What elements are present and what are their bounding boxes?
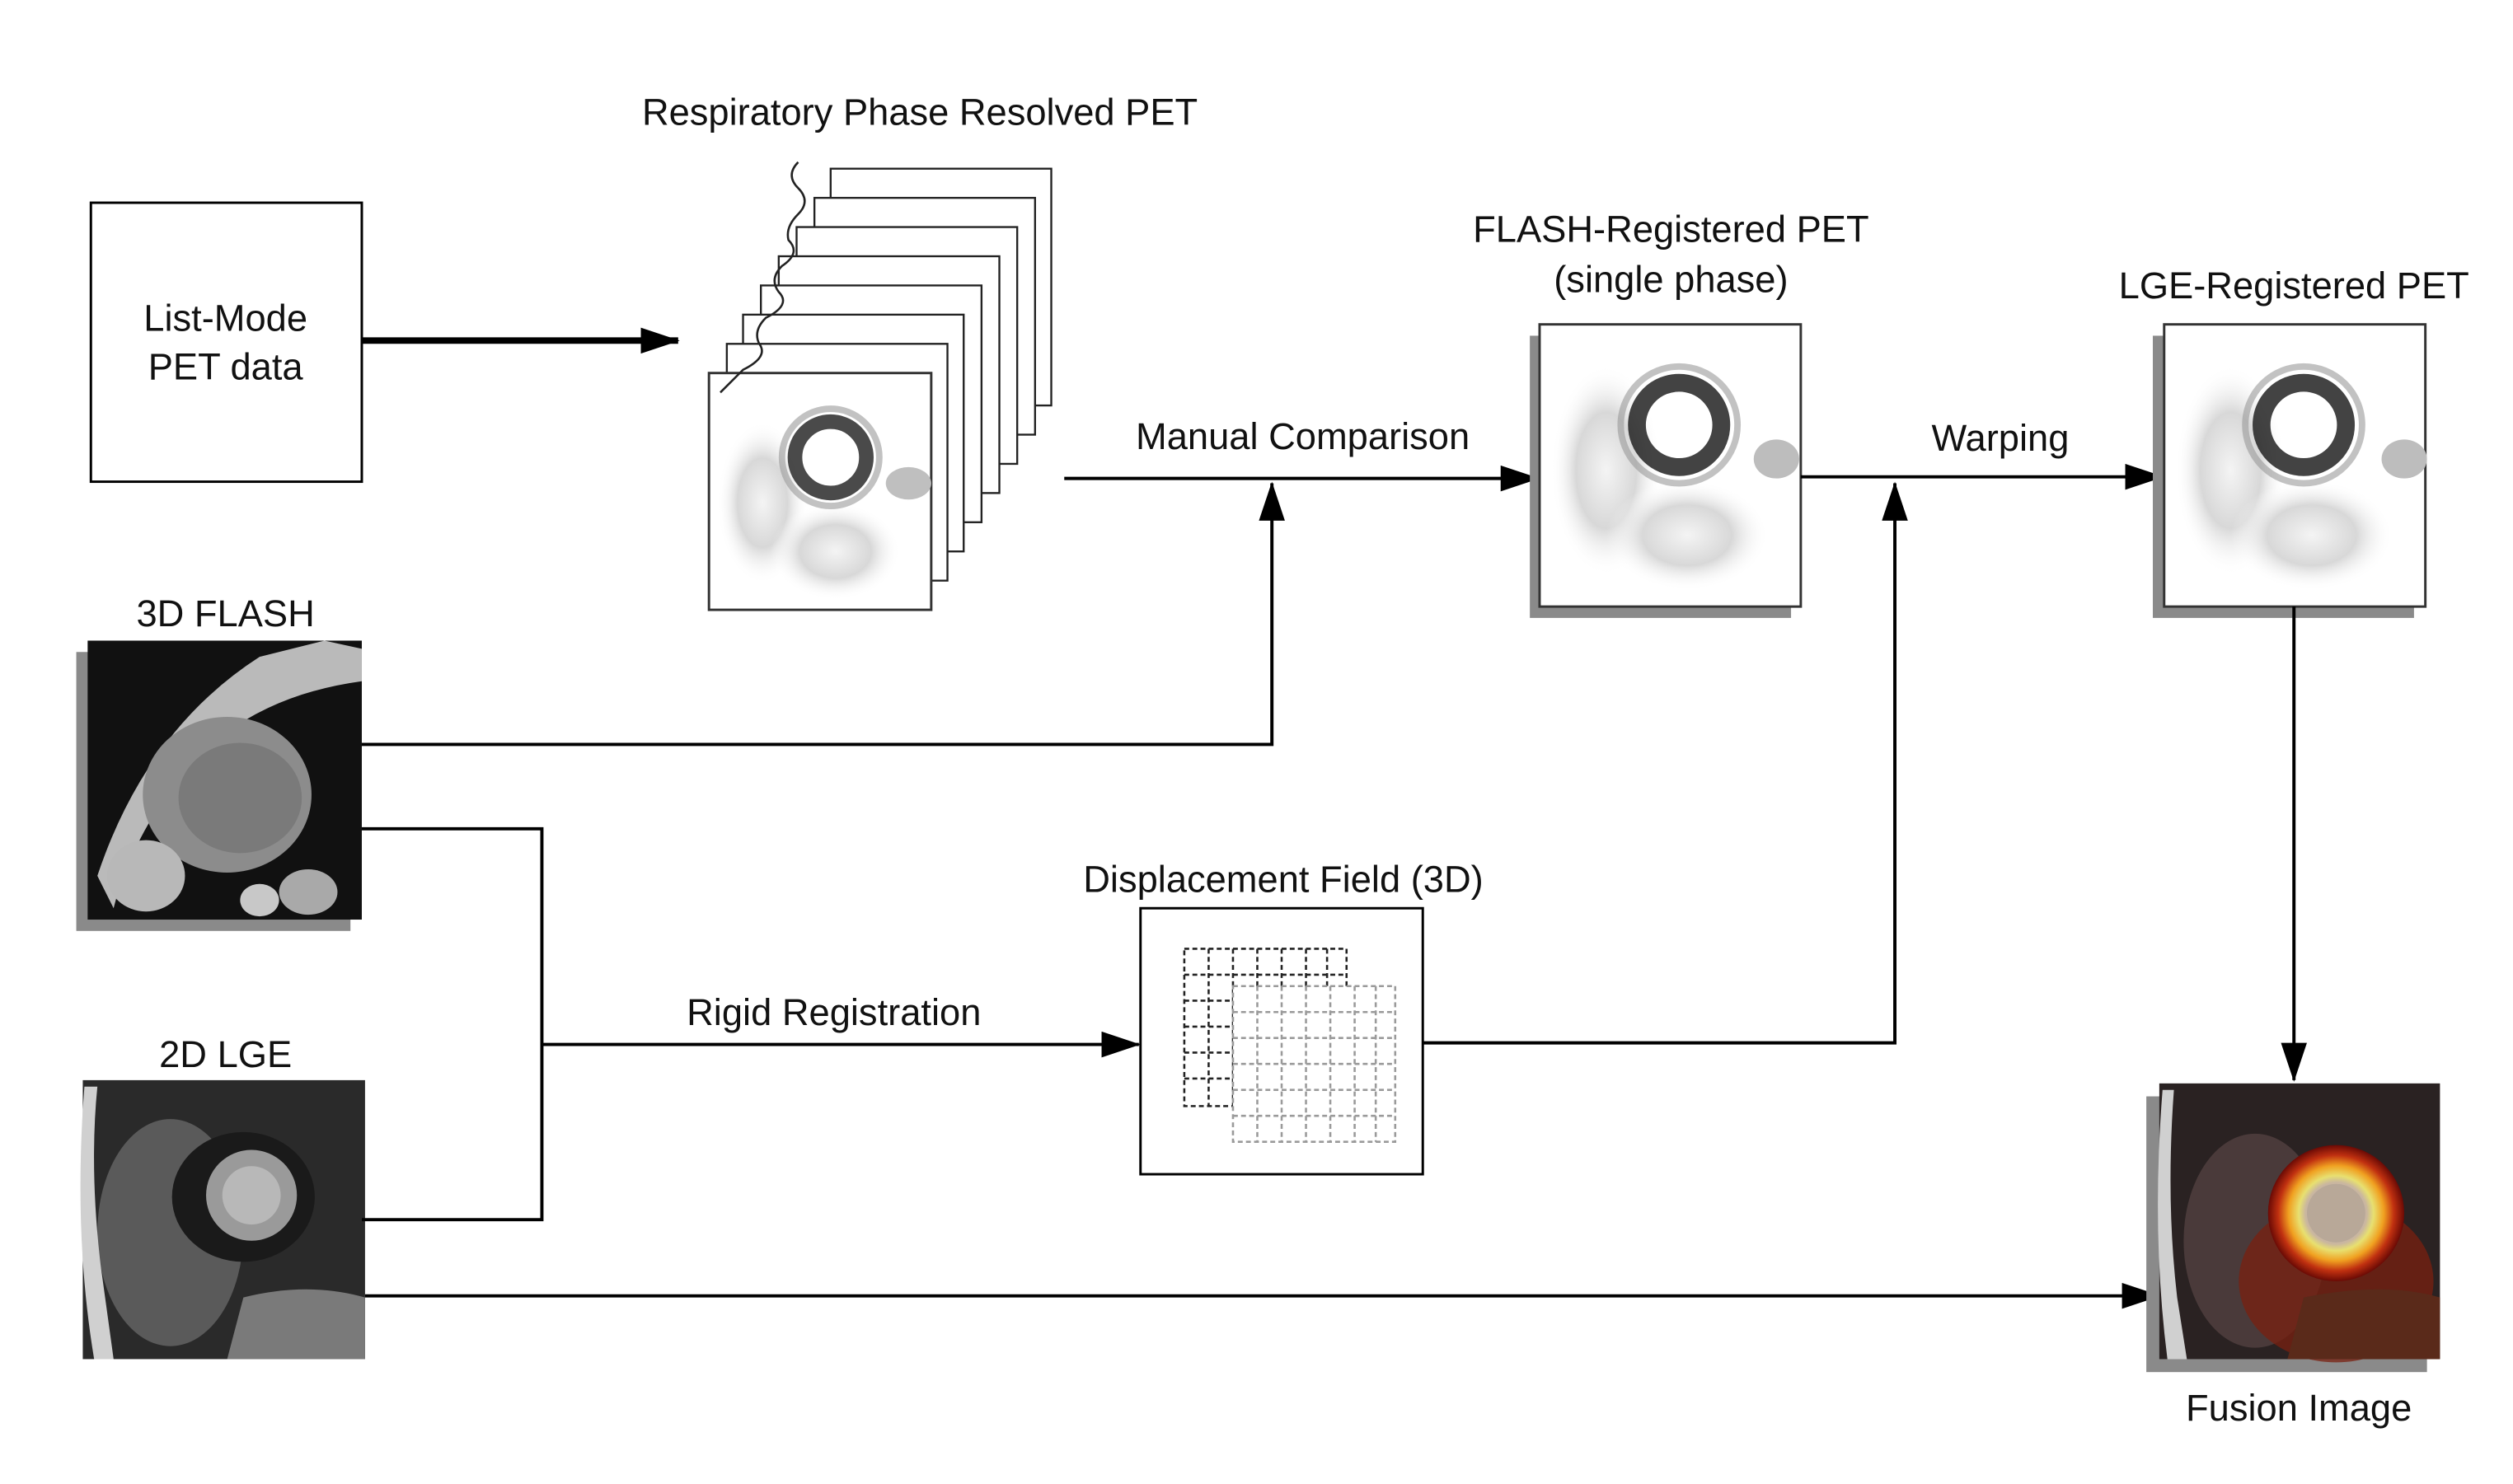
flash-registered-title-line1: FLASH-Registered PET	[1473, 208, 1868, 250]
lge-registered-pet-image	[2152, 323, 2427, 618]
arrow-flash-to-manual-comparison	[361, 481, 1285, 747]
manual-comparison-label: Manual Comparison	[1136, 415, 1470, 457]
respiratory-wave-line	[720, 161, 806, 394]
warping-label: Warping	[1932, 417, 2070, 459]
resp-phase-pet-stack	[707, 161, 1053, 611]
flash-3d-image	[76, 640, 362, 931]
lge-2d-title: 2D LGE	[159, 1033, 292, 1075]
displacement-grid-light	[1231, 985, 1397, 1143]
lge-2d-image	[80, 1079, 365, 1360]
flash-registered-title-line2: (single phase)	[1554, 258, 1788, 300]
bracket-flash-lge	[361, 826, 544, 1222]
list-mode-pet-box: List-Mode PET data	[89, 201, 363, 484]
fusion-image-title: Fusion Image	[2186, 1387, 2412, 1429]
list-mode-label-line1: List-Mode	[143, 297, 307, 339]
displacement-field-box	[1139, 906, 1424, 1176]
rigid-registration-label: Rigid Registration	[687, 991, 981, 1033]
resp-phase-title: Respiratory Phase Resolved PET	[642, 91, 1198, 133]
list-mode-label-line2: PET data	[148, 346, 304, 388]
flash-registered-pet-image	[1530, 323, 1803, 618]
arrow-displacement-to-warping	[1423, 481, 1908, 1045]
displacement-field-title: Displacement Field (3D)	[1083, 859, 1484, 901]
lge-registered-title: LGE-Registered PET	[2119, 264, 2469, 307]
flash-3d-title: 3D FLASH	[136, 592, 314, 634]
fusion-image	[2146, 1083, 2440, 1373]
